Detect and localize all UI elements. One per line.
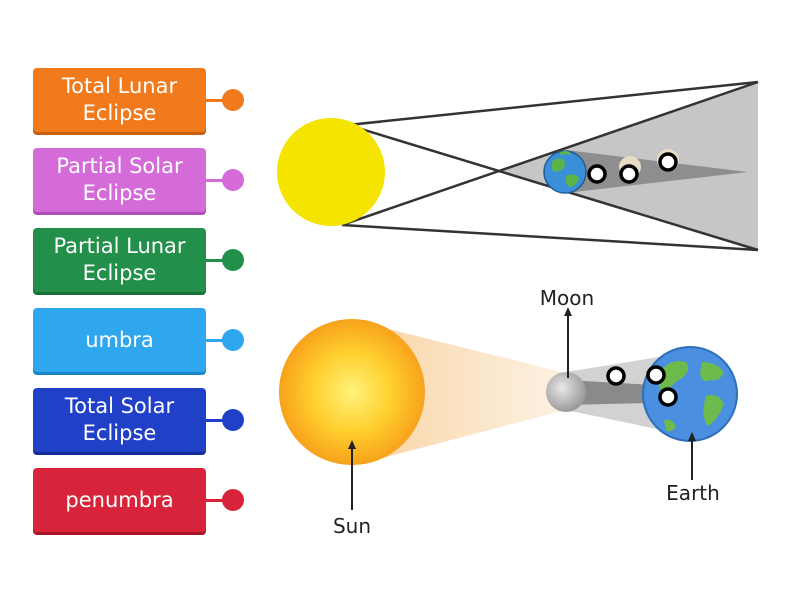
solar-eclipse-diagram: Moon Sun Earth xyxy=(279,286,738,538)
connector-dot-penumbra[interactable] xyxy=(222,489,244,511)
moon-label: Moon xyxy=(540,286,594,310)
connector-dot-partial-solar-eclipse[interactable] xyxy=(222,169,244,191)
label-card-partial-solar-eclipse[interactable]: Partial Solar Eclipse xyxy=(33,148,206,212)
connector-line-penumbra xyxy=(206,499,228,502)
connector-line-umbra xyxy=(206,339,228,342)
lunar-eclipse-diagram xyxy=(277,80,759,252)
drop-target-top-1[interactable] xyxy=(587,164,607,184)
label-text-penumbra: penumbra xyxy=(65,487,174,512)
label-card-umbra[interactable]: umbra xyxy=(33,308,206,372)
label-text-partial-solar-eclipse: Partial Solar Eclipse xyxy=(56,154,183,205)
sun-top xyxy=(277,118,385,226)
connector-line-total-solar-eclipse xyxy=(206,419,228,422)
connector-line-partial-solar-eclipse xyxy=(206,179,228,182)
label-text-total-lunar-eclipse: Total Lunar Eclipse xyxy=(61,74,178,125)
connector-dot-total-lunar-eclipse[interactable] xyxy=(222,89,244,111)
connector-line-partial-lunar-eclipse xyxy=(206,259,228,262)
earth-bottom-icon xyxy=(642,346,738,442)
label-text-partial-lunar-eclipse: Partial Lunar Eclipse xyxy=(53,234,186,285)
label-card-partial-lunar-eclipse[interactable]: Partial Lunar Eclipse xyxy=(33,228,206,292)
moon-pointer-arrowhead xyxy=(564,307,572,316)
connector-dot-partial-lunar-eclipse[interactable] xyxy=(222,249,244,271)
label-card-penumbra[interactable]: penumbra xyxy=(33,468,206,532)
connector-line-total-lunar-eclipse xyxy=(206,99,228,102)
drop-targets xyxy=(587,152,678,407)
earth-top-icon xyxy=(543,150,587,194)
sun-bottom xyxy=(279,319,425,465)
label-text-total-solar-eclipse: Total Solar Eclipse xyxy=(64,394,175,445)
umbra-shadow-region xyxy=(566,150,748,193)
moon-bottom xyxy=(546,372,586,412)
earth-label: Earth xyxy=(666,481,720,505)
drop-target-bottom-1[interactable] xyxy=(606,366,626,386)
connector-dot-umbra[interactable] xyxy=(222,329,244,351)
sun-pointer-arrowhead xyxy=(348,440,356,449)
earth-pointer-arrowhead xyxy=(688,432,696,441)
tangent-line-upper xyxy=(347,80,759,127)
label-text-umbra: umbra xyxy=(85,327,154,352)
drop-target-bottom-2[interactable] xyxy=(646,365,666,385)
label-card-total-lunar-eclipse[interactable]: Total Lunar Eclipse xyxy=(33,68,206,132)
drop-target-top-3[interactable] xyxy=(658,152,678,172)
label-card-total-solar-eclipse[interactable]: Total Solar Eclipse xyxy=(33,388,206,452)
tangent-line-cross-2 xyxy=(341,80,759,227)
tangent-line-lower xyxy=(341,223,759,252)
connector-dot-total-solar-eclipse[interactable] xyxy=(222,409,244,431)
drop-target-top-2[interactable] xyxy=(619,164,639,184)
drop-target-bottom-3[interactable] xyxy=(658,387,678,407)
sun-label: Sun xyxy=(333,514,371,538)
